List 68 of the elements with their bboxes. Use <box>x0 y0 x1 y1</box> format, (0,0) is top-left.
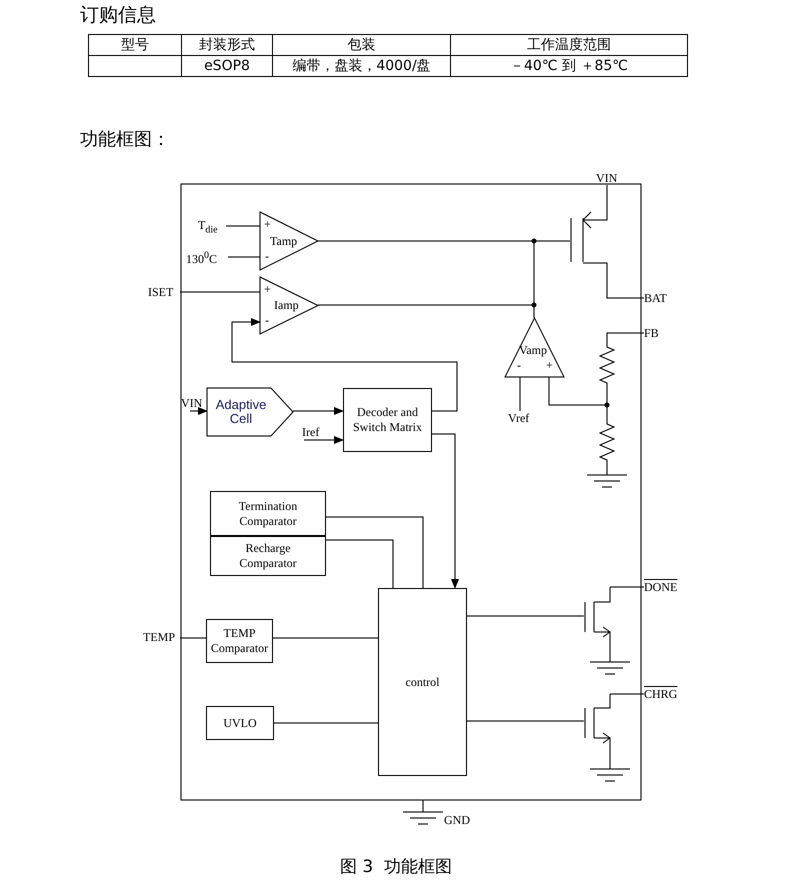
pin-label: BAT <box>644 291 674 306</box>
input-sign: + <box>546 359 553 372</box>
input-sign: + <box>264 218 271 231</box>
table-cell-text: 编带，盘装，4000/盘 <box>292 58 431 74</box>
block-label: control <box>406 674 440 690</box>
resistor-symbol <box>597 345 617 385</box>
table-cell-text: －40℃ 到 ＋85℃ <box>510 58 628 74</box>
op-amp-triangle <box>505 318 564 377</box>
function-block <box>206 706 274 740</box>
resistor-symbol <box>597 400 617 462</box>
table-cell-text: 包装 <box>348 37 376 53</box>
function-block <box>210 536 326 576</box>
input-sign: - <box>517 359 521 372</box>
arrow <box>292 407 344 415</box>
block-label: Termination Comparator <box>238 498 298 528</box>
pin-label: TEMP <box>143 630 180 645</box>
block-label: Recharge Comparator <box>238 541 298 571</box>
block-label: Decoder and Switch Matrix <box>352 405 423 435</box>
block-label: Adaptive Cell <box>214 398 268 426</box>
function-block <box>378 588 467 776</box>
op-amp-triangle <box>260 212 318 270</box>
input-sign: - <box>265 314 269 327</box>
section-heading: 订购信息 <box>80 3 156 28</box>
wire <box>606 274 644 298</box>
pin-label: 130$^{0}$C <box>186 249 228 265</box>
arrow <box>190 407 208 415</box>
arrow <box>432 434 459 589</box>
function-block <box>343 388 432 452</box>
wire <box>606 332 644 346</box>
pin-label: FB <box>644 326 664 341</box>
arrow <box>232 318 458 412</box>
table-cell-text: eSOP8 <box>204 58 250 74</box>
figure-heading: 功能框图： <box>80 128 170 151</box>
arrow <box>304 436 344 444</box>
pin-label: GND <box>444 813 470 828</box>
amp-label: Tamp <box>270 235 298 248</box>
pin-label: CHRG <box>644 687 676 701</box>
pin-label: Vref <box>508 411 536 426</box>
pin-label: ISET <box>148 285 180 300</box>
wire <box>466 720 584 722</box>
block-label: UVLO <box>223 716 257 730</box>
wire <box>606 184 608 206</box>
wire <box>606 384 608 400</box>
pin-label: DONE <box>644 580 676 594</box>
pin-label: VIN <box>181 396 205 411</box>
wire <box>228 256 260 258</box>
function-block <box>210 491 326 536</box>
amp-label: Iamp <box>274 299 299 312</box>
pin-label: T$_{die}$ <box>198 218 226 234</box>
table-cell-text: 型号 <box>121 37 149 53</box>
amp-label: Vamp <box>519 344 547 357</box>
block-label: TEMP Comparator <box>210 626 270 656</box>
function-block <box>206 619 273 663</box>
op-amp-triangle <box>260 277 318 334</box>
table-cell-text: 工作温度范围 <box>527 37 611 53</box>
input-sign: - <box>265 250 269 263</box>
pin-label: VIN <box>596 171 620 185</box>
wire <box>326 516 424 588</box>
wire <box>548 376 598 406</box>
transistor-symbol <box>570 205 610 275</box>
wire <box>274 722 378 724</box>
wire <box>326 540 394 588</box>
input-sign: + <box>264 283 271 296</box>
function-block <box>207 388 293 436</box>
figure-caption: 图 3 功能框图 <box>340 856 452 878</box>
table-cell-text: 封装形式 <box>199 37 255 53</box>
pin-label: Iref <box>302 425 326 440</box>
wire <box>610 586 644 588</box>
